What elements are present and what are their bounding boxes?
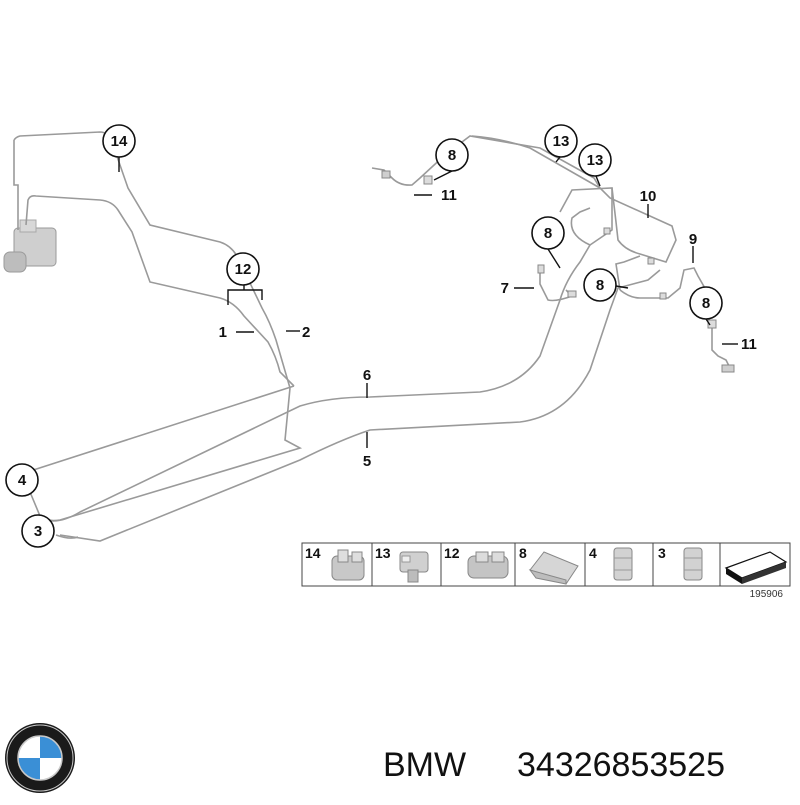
- label-11-bottom: 11: [741, 336, 757, 353]
- label-9: 9: [689, 231, 697, 248]
- abs-unit: [3, 219, 57, 273]
- brake-pipes: [13, 131, 731, 542]
- callout-8-right: 8: [583, 268, 617, 302]
- label-10: 10: [640, 188, 657, 205]
- callout-4-label: 4: [18, 472, 27, 489]
- legend-item-3: 3: [658, 545, 703, 581]
- clip-12-icon: [467, 551, 509, 579]
- callout-8-top-label: 8: [448, 147, 456, 164]
- callout-13-b-label: 13: [587, 152, 604, 169]
- clip-14-icon: [331, 549, 365, 581]
- callout-3-label: 3: [34, 523, 42, 540]
- parts-legend: 14 13 12 8: [301, 542, 791, 600]
- label-11-top: 11: [441, 187, 457, 204]
- legend-label-3: 3: [658, 545, 666, 561]
- legend-item-13: 13: [375, 545, 429, 583]
- pipe-fittings: [381, 170, 735, 373]
- callout-4: 4: [5, 463, 39, 497]
- label-1: 1: [219, 324, 227, 341]
- legend-label-4: 4: [589, 545, 597, 561]
- callout-13-a-label: 13: [553, 133, 570, 150]
- callout-12: 12: [226, 252, 260, 286]
- legend-label-12: 12: [444, 545, 460, 561]
- label-7: 7: [501, 280, 509, 297]
- part-labels: 1 2 6 5 7 11 10 9 11: [219, 187, 757, 470]
- clip-13-icon: [399, 551, 429, 583]
- part-number: 34326853525: [517, 746, 725, 784]
- legend-label-13: 13: [375, 545, 391, 561]
- callout-8-mid: 8: [531, 216, 565, 250]
- callout-14: 14: [102, 124, 136, 158]
- callout-14-label: 14: [111, 133, 128, 150]
- legend-item-14: 14: [305, 545, 365, 581]
- arrow-placeholder-icon: [724, 551, 788, 584]
- fitting-3-icon: [683, 547, 703, 581]
- callout-8-mid-label: 8: [544, 225, 552, 242]
- callout-8-far-label: 8: [702, 295, 710, 312]
- label-6: 6: [363, 367, 371, 384]
- legend-item-8: 8: [519, 545, 579, 585]
- callout-8-far: 8: [689, 286, 723, 320]
- callout-12-label: 12: [235, 261, 252, 278]
- callout-3: 3: [21, 514, 55, 548]
- brand-name: BMW: [383, 746, 466, 784]
- bmw-logo: [5, 723, 75, 793]
- fitting-4-icon: [613, 547, 633, 581]
- leader-lines: [118, 156, 738, 448]
- callout-13-a: 13: [544, 124, 578, 158]
- legend-item-4: 4: [589, 545, 633, 581]
- diagram-code: 195906: [750, 589, 784, 600]
- legend-item-12: 12: [444, 545, 509, 579]
- legend-label-14: 14: [305, 545, 321, 561]
- callout-8-top: 8: [435, 138, 469, 172]
- label-2: 2: [302, 324, 310, 341]
- label-5: 5: [363, 453, 371, 470]
- callout-13-b: 13: [578, 143, 612, 177]
- legend-label-8: 8: [519, 545, 527, 561]
- bracket-8-icon: [528, 551, 579, 585]
- callout-8-right-label: 8: [596, 277, 604, 294]
